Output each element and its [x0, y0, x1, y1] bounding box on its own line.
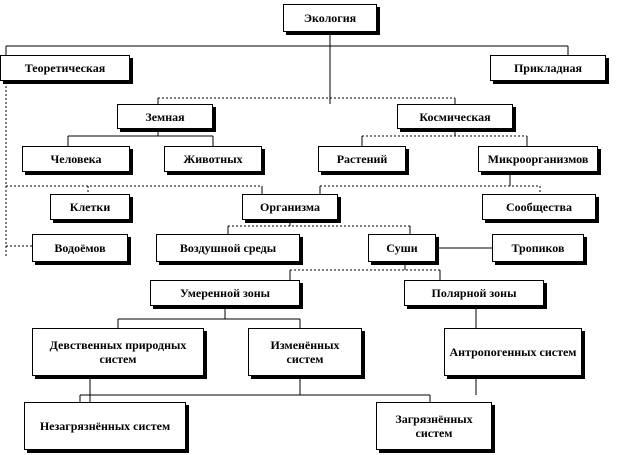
node-earth: Земная [117, 104, 213, 129]
node-unpolluted: Незагрязнённых систем [24, 402, 186, 450]
node-virgin: Девственных природных систем [32, 328, 204, 376]
node-temperate: Умеренной зоны [150, 280, 300, 306]
node-microorganisms: Микроорганизмов [478, 146, 598, 172]
node-plants: Растений [318, 146, 406, 172]
node-space: Космическая [397, 104, 513, 129]
node-cells: Клетки [50, 194, 130, 220]
node-human: Человека [22, 146, 130, 172]
node-polar: Полярной зоны [404, 280, 544, 306]
node-polluted: Загрязнённых систем [376, 402, 492, 450]
node-applied: Прикладная [490, 55, 606, 81]
node-land: Суши [368, 234, 436, 262]
node-theoretical: Теоретическая [0, 55, 130, 81]
node-air: Воздушной среды [156, 234, 300, 262]
node-organism: Организма [242, 194, 338, 220]
node-tropics: Тропиков [492, 234, 584, 262]
node-animals: Животных [164, 146, 262, 172]
node-changed: Изменённых систем [248, 328, 362, 376]
node-communities: Сообщества [482, 194, 596, 220]
node-anthropogenic: Антропогенных систем [444, 328, 582, 376]
node-ecology: Экология [283, 4, 377, 32]
node-water: Водоёмов [32, 234, 128, 262]
